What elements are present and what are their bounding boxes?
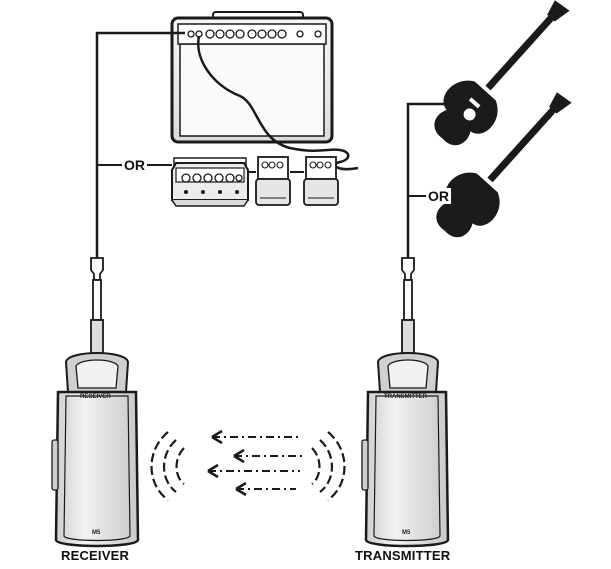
electric-guitar-icon	[436, 92, 572, 238]
receiver-output-cable	[95, 31, 185, 258]
wireless-receiver-icon	[51, 352, 140, 548]
signal-direction-arrow-icon	[235, 481, 296, 497]
receiver-caption: RECEIVER	[61, 548, 130, 563]
receiver-face-label: RECEIVER	[80, 394, 111, 400]
signal-direction-arrow-icon	[207, 463, 300, 479]
effects-pedal-icon	[303, 156, 339, 206]
wireless-transmitter-icon	[361, 352, 450, 548]
electric-guitar-icon	[434, 0, 570, 146]
transmitter-jack-plug	[401, 257, 415, 363]
transmitter-caption: TRANSMITTER	[355, 548, 451, 563]
transmitter-face-label: TRANSMITTER	[384, 394, 427, 400]
wireless-signal-icon	[150, 431, 185, 501]
amplifier-icon	[170, 11, 334, 144]
multi-effects-pedal-icon	[171, 157, 249, 207]
effects-pedal-icon	[255, 156, 291, 206]
signal-direction-arrow-icon	[233, 448, 302, 464]
or-label-guitars: OR	[426, 188, 451, 204]
or-label-pedals: OR	[122, 157, 147, 173]
wireless-signal-icon	[311, 431, 346, 501]
transmitter-input-cable	[406, 102, 462, 258]
amp-input-cable	[196, 35, 359, 171]
signal-direction-arrow-icon	[211, 429, 300, 445]
receiver-jack-plug	[90, 257, 104, 363]
transmitter-model-label: M5	[402, 530, 411, 536]
receiver-model-label: M5	[92, 530, 101, 536]
